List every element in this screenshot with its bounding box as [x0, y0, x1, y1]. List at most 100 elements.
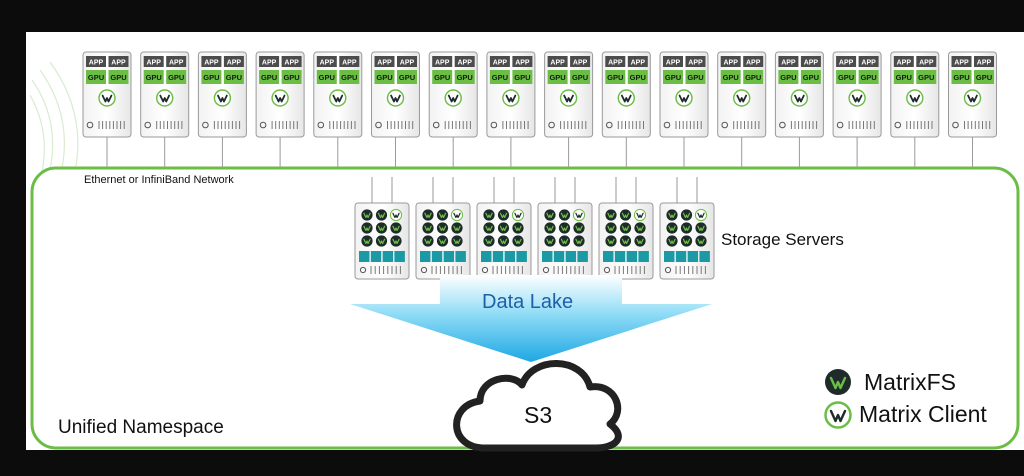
app-label: APP: [631, 60, 646, 67]
app-block: [339, 56, 360, 67]
matrix-client-icon: [572, 208, 586, 222]
gpu-label: GPU: [226, 73, 242, 82]
gpu-label: GPU: [457, 73, 473, 82]
app-label: APP: [723, 60, 738, 67]
matrixfs-icon: [666, 209, 678, 221]
matrix-client-icon: [389, 208, 403, 222]
decorative-swoosh: [29, 61, 79, 173]
drive-block: [443, 251, 455, 262]
matrixfs-icon: [558, 235, 571, 247]
gpu-label: GPU: [261, 73, 277, 82]
gpu-block: [143, 70, 164, 84]
drive-block: [481, 251, 492, 262]
matrixfs-label: MatrixFS: [864, 369, 956, 395]
matrix-client-icon: [963, 89, 982, 107]
app-label: APP: [861, 60, 876, 67]
gpu-block: [259, 70, 280, 84]
matrix-client-icon: [824, 401, 852, 429]
compute-server: APP GPU APP GPU: [774, 51, 824, 138]
storage-server: [537, 202, 593, 280]
app-block: [108, 56, 129, 67]
matrix-client-icon: [450, 208, 464, 222]
gpu-label: GPU: [687, 73, 703, 82]
matrixfs-icon: [619, 222, 632, 234]
app-block: [316, 56, 337, 67]
app-block: [951, 56, 972, 67]
gpu-label: GPU: [630, 73, 646, 82]
drive-block: [504, 251, 516, 262]
matrixfs-icon: [497, 235, 510, 247]
matrixfs-icon: [573, 222, 585, 234]
storage-server: [659, 202, 715, 280]
drive-block: [675, 251, 687, 262]
gpu-label: GPU: [803, 73, 819, 82]
app-block: [916, 56, 937, 67]
gpu-block: [685, 70, 706, 84]
matrixfs-icon: [361, 235, 373, 247]
matrixfs-icon: [483, 235, 495, 247]
app-label: APP: [493, 60, 508, 67]
s3-cloud: [453, 360, 622, 452]
matrixfs-icon: [680, 209, 693, 221]
app-block: [685, 56, 706, 67]
app-block: [720, 56, 741, 67]
app-label: APP: [954, 60, 969, 67]
drive-block: [455, 251, 466, 262]
gpu-block: [201, 70, 222, 84]
drive-block: [626, 251, 638, 262]
matrix-client-icon: [444, 89, 462, 107]
gpu-label: GPU: [953, 73, 969, 82]
app-block: [893, 56, 914, 67]
matrixfs-icon: [375, 222, 388, 234]
network-links: [106, 137, 973, 203]
app-label: APP: [804, 60, 819, 67]
drive-block: [394, 251, 405, 262]
gpu-block: [512, 70, 533, 84]
app-label: APP: [400, 60, 415, 67]
matrixfs-icon: [695, 222, 707, 234]
app-block: [974, 56, 994, 67]
app-block: [605, 56, 626, 67]
gpu-block: [86, 70, 106, 84]
drive-block: [370, 251, 382, 262]
app-label: APP: [515, 60, 530, 67]
app-label: APP: [377, 60, 392, 67]
matrixfs-icon: [544, 222, 556, 234]
matrixfs-icon: [558, 222, 571, 234]
app-block: [489, 56, 510, 67]
matrix-client-icon: [559, 89, 578, 107]
matrix-client-icon: [98, 89, 116, 107]
app-label: APP: [688, 60, 703, 67]
app-label: APP: [608, 60, 623, 67]
matrix-client-icon: [906, 89, 924, 107]
matrixfs-icon: [680, 222, 693, 234]
gpu-label: GPU: [341, 73, 357, 82]
app-block: [454, 56, 475, 67]
matrixfs-icon: [825, 369, 851, 395]
gpu-block: [432, 70, 453, 84]
matrixfs-icon: [451, 235, 463, 247]
matrix-client-label: Matrix Client: [859, 401, 987, 427]
gpu-label: GPU: [838, 73, 854, 82]
drive-block: [420, 251, 431, 262]
app-label: APP: [262, 60, 277, 67]
storage-servers-label: Storage Servers: [721, 230, 844, 249]
gpu-block: [223, 70, 244, 84]
gpu-label: GPU: [780, 73, 796, 82]
app-label: APP: [204, 60, 219, 67]
matrixfs-icon: [605, 209, 617, 221]
drive-block: [638, 251, 649, 262]
drive-block: [664, 251, 675, 262]
app-label: APP: [169, 60, 184, 67]
drive-block: [699, 251, 710, 262]
app-label: APP: [781, 60, 796, 67]
app-block: [800, 56, 821, 67]
matrix-client-icon: [617, 89, 636, 107]
gpu-block: [570, 70, 591, 84]
matrixfs-icon: [544, 235, 556, 247]
gpu-block: [108, 70, 129, 84]
matrix-client-icon: [329, 89, 347, 107]
